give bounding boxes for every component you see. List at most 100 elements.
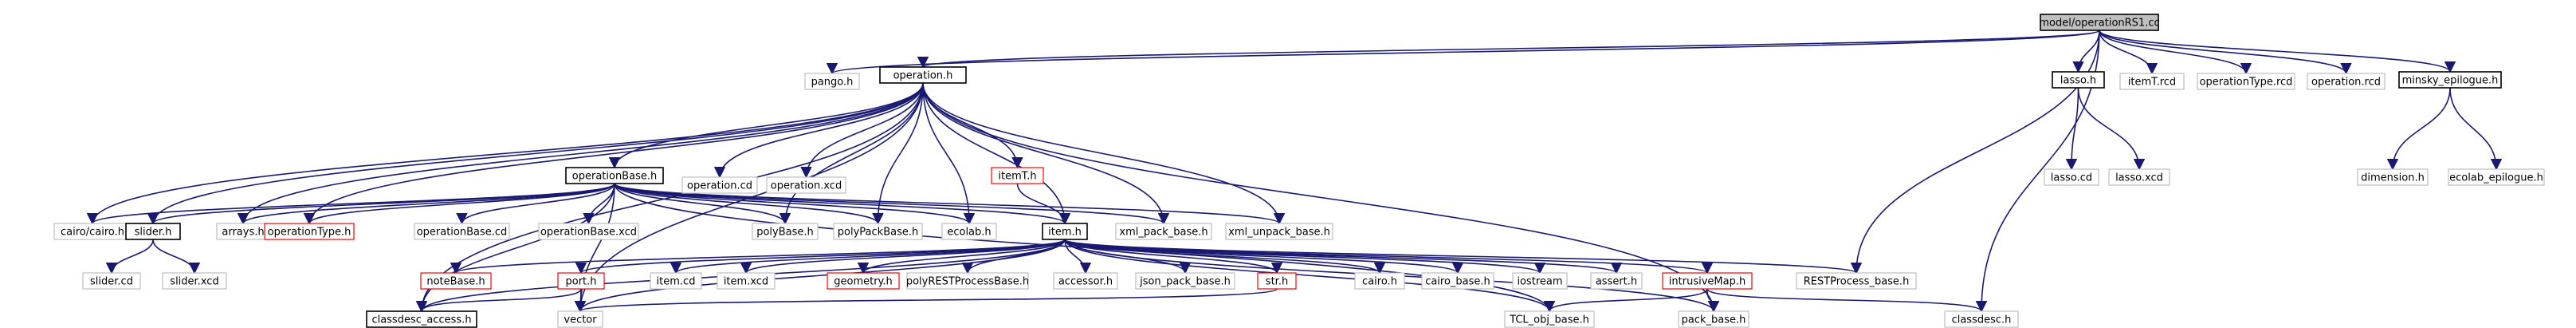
- node-box[interactable]: [82, 272, 141, 290]
- node-box[interactable]: [766, 176, 846, 194]
- node-box[interactable]: [717, 272, 776, 290]
- node-box[interactable]: [557, 272, 605, 290]
- node-polyRESTProcessBase[interactable]: polyRESTProcessBase.h: [906, 272, 1029, 290]
- node-RESTProcess-base[interactable]: RESTProcess_base.h: [1796, 272, 1917, 290]
- node-assert[interactable]: assert.h: [1590, 272, 1643, 290]
- node-box[interactable]: [1135, 272, 1235, 290]
- node-box[interactable]: [1115, 223, 1212, 240]
- node-box[interactable]: [125, 223, 181, 240]
- node-operationType[interactable]: operationType.h: [264, 223, 355, 240]
- node-port[interactable]: port.h: [557, 272, 605, 290]
- node-item[interactable]: item.h: [1042, 223, 1088, 240]
- node-box[interactable]: [752, 223, 819, 240]
- node-xml-unpack-base[interactable]: xml_unpack_base.h: [1225, 223, 1333, 240]
- node-box[interactable]: [1053, 272, 1118, 290]
- edge-operationBase-to-operationBase_cd: [456, 183, 615, 225]
- node-box[interactable]: [879, 66, 967, 84]
- node-classdesc-access[interactable]: classdesc_access.h: [366, 310, 477, 328]
- node-ecolab-epilogue[interactable]: ecolab_epilogue.h: [2448, 168, 2545, 186]
- node-box[interactable]: [1944, 310, 2019, 328]
- node-box[interactable]: [906, 272, 1029, 290]
- node-box[interactable]: [2448, 168, 2545, 186]
- node-box[interactable]: [991, 167, 1044, 184]
- node-box[interactable]: [2052, 71, 2105, 89]
- node-dimension[interactable]: dimension.h: [2357, 168, 2429, 186]
- node-arrays[interactable]: arrays.h: [216, 223, 270, 240]
- node-lasso-cd[interactable]: lasso.cd: [2044, 168, 2099, 186]
- node-box[interactable]: [2044, 168, 2099, 186]
- node-box[interactable]: [941, 223, 997, 240]
- node-operation[interactable]: operation.h: [879, 66, 967, 84]
- node-minsky-epilogue[interactable]: minsky_epilogue.h: [2398, 71, 2502, 89]
- node-box[interactable]: [366, 310, 477, 328]
- node-lasso-xcd[interactable]: lasso.xcd: [2108, 168, 2170, 186]
- node-root[interactable]: model/operationRS1.cc: [2039, 14, 2160, 31]
- node-polyBase[interactable]: polyBase.h: [752, 223, 819, 240]
- node-box[interactable]: [538, 223, 639, 240]
- node-operationBase-xcd[interactable]: operationBase.xcd: [538, 223, 639, 240]
- node-vector[interactable]: vector: [557, 310, 603, 328]
- node-cairo-cairo[interactable]: cairo/cairo.h: [53, 223, 132, 240]
- node-box[interactable]: [264, 223, 355, 240]
- node-box[interactable]: [1225, 223, 1333, 240]
- node-ecolab[interactable]: ecolab.h: [941, 223, 997, 240]
- node-itemT[interactable]: itemT.h: [991, 167, 1044, 184]
- node-box[interactable]: [2040, 14, 2159, 31]
- node-geometry[interactable]: geometry.h: [827, 272, 900, 290]
- node-noteBase[interactable]: noteBase.h: [420, 272, 492, 290]
- node-box[interactable]: [2357, 168, 2429, 186]
- node-json-pack-base[interactable]: json_pack_base.h: [1135, 272, 1235, 290]
- node-box[interactable]: [2108, 168, 2170, 186]
- node-operationBase[interactable]: operationBase.h: [565, 167, 664, 184]
- node-box[interactable]: [1421, 272, 1494, 290]
- node-box[interactable]: [1354, 272, 1405, 290]
- node-itemT-rcd[interactable]: itemT.rcd: [2119, 73, 2185, 90]
- node-box[interactable]: [804, 73, 860, 90]
- node-operation-cd[interactable]: operation.cd: [681, 176, 758, 194]
- node-slider[interactable]: slider.h: [125, 223, 181, 240]
- node-operation-xcd[interactable]: operation.xcd: [766, 176, 846, 194]
- node-operationType-rcd[interactable]: operationType.rcd: [2197, 73, 2295, 90]
- node-box[interactable]: [1796, 272, 1917, 290]
- node-box[interactable]: [1512, 272, 1568, 290]
- node-box[interactable]: [565, 167, 664, 184]
- node-box[interactable]: [557, 310, 603, 328]
- node-operation-rcd[interactable]: operation.rcd: [2307, 73, 2386, 90]
- node-slider-xcd[interactable]: slider.xcd: [162, 272, 227, 290]
- node-TCL-obj-base[interactable]: TCL_obj_base.h: [1504, 310, 1595, 328]
- node-box[interactable]: [1678, 310, 1749, 328]
- node-cairo[interactable]: cairo.h: [1354, 272, 1405, 290]
- node-pango[interactable]: pango.h: [804, 73, 860, 90]
- node-box[interactable]: [2307, 73, 2386, 90]
- node-box[interactable]: [827, 272, 900, 290]
- node-label: item.h: [1048, 227, 1082, 239]
- node-box[interactable]: [650, 272, 702, 290]
- node-xml-pack-base[interactable]: xml_pack_base.h: [1115, 223, 1212, 240]
- node-classdesc[interactable]: classdesc.h: [1944, 310, 2019, 328]
- node-box[interactable]: [2398, 71, 2502, 89]
- node-cairo-base[interactable]: cairo_base.h: [1421, 272, 1494, 290]
- node-polyPackBase[interactable]: polyPackBase.h: [833, 223, 923, 240]
- node-box[interactable]: [833, 223, 923, 240]
- node-item-cd[interactable]: item.cd: [650, 272, 702, 290]
- node-box[interactable]: [681, 176, 758, 194]
- node-str[interactable]: str.h: [1257, 272, 1297, 290]
- node-box[interactable]: [414, 223, 510, 240]
- node-slider-cd[interactable]: slider.cd: [82, 272, 141, 290]
- node-intrusiveMap[interactable]: intrusiveMap.h: [1662, 272, 1753, 290]
- node-box[interactable]: [1257, 272, 1297, 290]
- node-box[interactable]: [2119, 73, 2185, 90]
- node-accessor[interactable]: accessor.h: [1053, 272, 1118, 290]
- node-box[interactable]: [2197, 73, 2295, 90]
- node-box[interactable]: [162, 272, 227, 290]
- node-box[interactable]: [420, 272, 492, 290]
- node-box[interactable]: [1590, 272, 1643, 290]
- node-iostream[interactable]: iostream: [1512, 272, 1568, 290]
- node-pack-base[interactable]: pack_base.h: [1678, 310, 1749, 328]
- node-lasso[interactable]: lasso.h: [2052, 71, 2105, 89]
- node-item-xcd[interactable]: item.xcd: [717, 272, 776, 290]
- node-box[interactable]: [1504, 310, 1595, 328]
- node-operationBase-cd[interactable]: operationBase.cd: [414, 223, 510, 240]
- node-box[interactable]: [1662, 272, 1753, 290]
- node-box[interactable]: [1042, 223, 1088, 240]
